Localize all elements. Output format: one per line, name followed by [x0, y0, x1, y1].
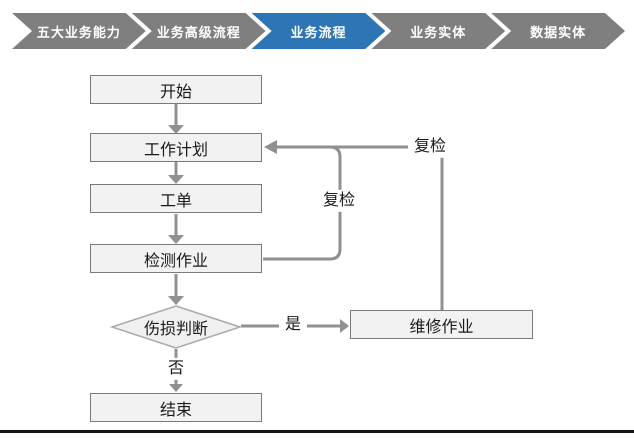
flow-node-damage-decision: 伤损判断: [112, 306, 240, 348]
flow-node-label: 维修作业: [409, 318, 474, 336]
flow-node-label: 工单: [159, 192, 192, 210]
arrowhead-order-inspect: [168, 235, 184, 244]
edge-label-recheck-inner: 复检: [316, 189, 362, 213]
edge-label-recheck-outer: 复检: [407, 135, 453, 159]
flow-node-start: 开始: [90, 75, 262, 104]
flow-node-label: 结束: [159, 401, 192, 419]
arrowhead-plan-order: [168, 175, 184, 184]
nav-step-label: 业务实体: [410, 24, 467, 40]
flow-node-label: 检测作业: [143, 252, 208, 270]
edge-label-yes: 是: [278, 313, 308, 337]
flow-node-work-order: 工单: [90, 184, 262, 213]
flow-node-end: 结束: [90, 393, 262, 422]
nav-step-business-process[interactable]: 业务流程: [252, 13, 386, 49]
nav-step-business-entity[interactable]: 业务实体: [371, 13, 505, 49]
nav-step-business-highlevel-process[interactable]: 业务高级流程: [132, 13, 266, 49]
flow-node-label: 工作计划: [143, 141, 208, 159]
arrowhead-inspect-decision: [168, 296, 184, 305]
edge-label-no: 否: [161, 357, 191, 381]
flow-node-label: 伤损判断: [143, 321, 208, 338]
flow-node-label: 开始: [159, 83, 192, 101]
flow-node-inspection-job: 检测作业: [90, 244, 262, 273]
arrowhead-decision-end: [169, 384, 183, 392]
nav-step-label: 业务流程: [290, 24, 347, 40]
arrowhead-decision-repair: [340, 319, 349, 333]
connector-repair-plan-recheck: [277, 145, 444, 310]
nav-step-business-capabilities[interactable]: 五大业务能力: [12, 13, 146, 49]
nav-step-label: 数据实体: [530, 24, 587, 40]
breadcrumb: 五大业务能力 业务高级流程 业务流程 业务实体 数据实体: [12, 13, 625, 49]
flow-node-repair-job: 维修作业: [350, 310, 533, 339]
flow-node-work-plan: 工作计划: [90, 133, 262, 162]
nav-step-data-entity[interactable]: 数据实体: [491, 13, 625, 49]
nav-step-label: 五大业务能力: [36, 24, 121, 40]
arrowhead-recheck-plan: [264, 140, 277, 154]
nav-step-label: 业务高级流程: [156, 24, 241, 40]
slide-bottom-edge: [0, 430, 634, 433]
